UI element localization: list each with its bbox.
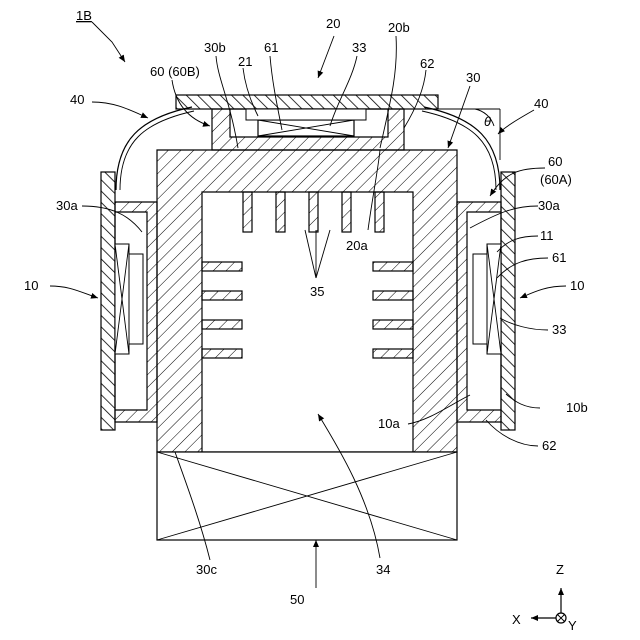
- module-10-left: [101, 172, 157, 430]
- label-61-top: 61: [264, 40, 278, 55]
- label-60-right: 60: [548, 154, 562, 169]
- label-61-right: 61: [552, 250, 566, 265]
- label-10a: 10a: [378, 416, 400, 431]
- cavity-34-with-fins: [202, 192, 413, 358]
- label-60-60b: 60 (60B): [150, 64, 200, 79]
- fan-50: [157, 452, 457, 540]
- label-34: 34: [376, 562, 390, 577]
- label-33-top: 33: [352, 40, 366, 55]
- label-axis-x: X: [512, 612, 521, 627]
- label-30a-left: 30a: [56, 198, 78, 213]
- heat-sink-body-30: [157, 150, 457, 452]
- label-11: 11: [540, 228, 554, 243]
- label-30a-right: 30a: [538, 198, 560, 213]
- label-20: 20: [326, 16, 340, 31]
- label-62-bottom: 62: [542, 438, 556, 453]
- label-62-top: 62: [420, 56, 434, 71]
- label-20a: 20a: [346, 238, 368, 253]
- label-20b: 20b: [388, 20, 410, 35]
- label-10b: 10b: [566, 400, 588, 415]
- label-50: 50: [290, 592, 304, 607]
- label-10-left: 10: [24, 278, 38, 293]
- label-axis-z: Z: [556, 562, 564, 577]
- label-fig-ref: 1B: [76, 8, 92, 23]
- axis-indicator: [531, 588, 566, 623]
- label-40-right: 40: [534, 96, 548, 111]
- label-axis-y: Y: [568, 618, 577, 633]
- label-60a: (60A): [540, 172, 572, 187]
- label-21: 21: [238, 54, 252, 69]
- label-40-left: 40: [70, 92, 84, 107]
- label-theta: θ: [484, 114, 491, 129]
- label-30-top: 30: [466, 70, 480, 85]
- module-20-top: [176, 95, 438, 150]
- label-30c: 30c: [196, 562, 217, 577]
- label-35: 35: [310, 284, 324, 299]
- label-33-right: 33: [552, 322, 566, 337]
- label-10-right: 10: [570, 278, 584, 293]
- label-30b-left: 30b: [204, 40, 226, 55]
